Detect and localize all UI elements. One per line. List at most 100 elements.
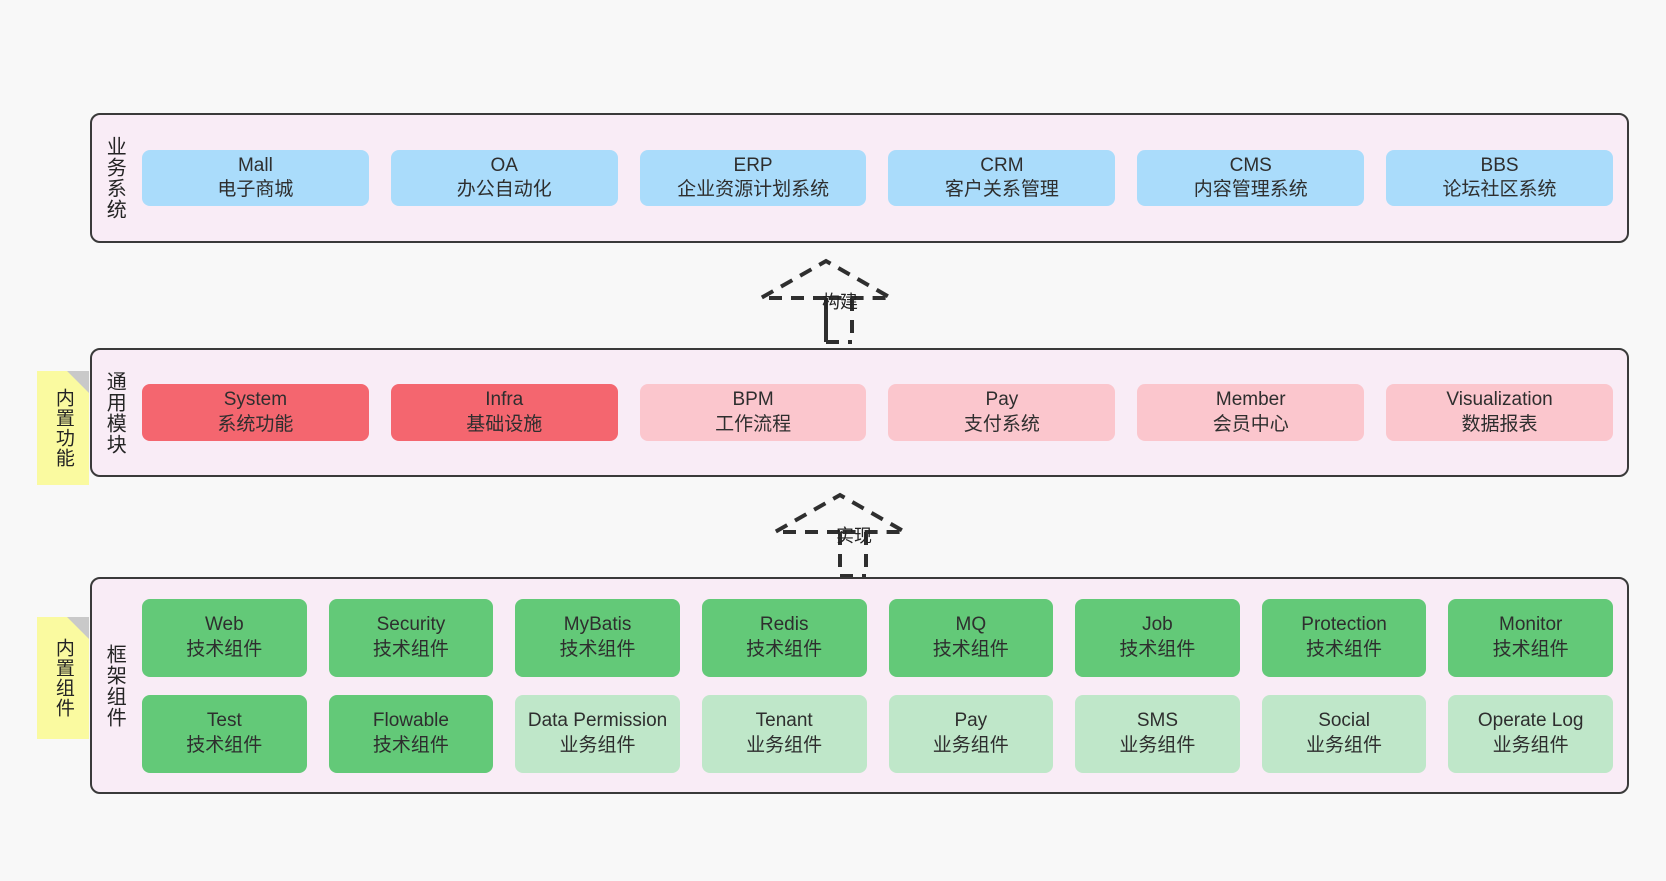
note-builtin-components: 内置组件 xyxy=(37,617,89,739)
connector-build: 构建 xyxy=(753,258,916,344)
node-label-cn: 技术组件 xyxy=(1119,638,1196,660)
node-label-cn: 基础设施 xyxy=(466,413,543,435)
node-data-permission[interactable]: Data Permission 业务组件 xyxy=(515,694,680,773)
node-label-en: CRM xyxy=(980,154,1024,176)
node-label-en: Mall xyxy=(237,154,273,176)
connector-implement-label: 实现 xyxy=(836,526,872,546)
layer-row: Web 技术组件 Security 技术组件 MyBatis 技术组件 Redi… xyxy=(142,598,1613,677)
node-label-cn: 业务组件 xyxy=(932,734,1009,756)
node-protection[interactable]: Protection 技术组件 xyxy=(1261,598,1427,677)
node-erp[interactable]: ERP 企业资源计划系统 xyxy=(639,149,867,207)
node-sms[interactable]: SMS 业务组件 xyxy=(1075,694,1240,773)
layer-common-module: 通用模块 System 系统功能 Infra 基础设施 BPM 工作流程 Pay… xyxy=(90,348,1629,477)
node-label-en: Security xyxy=(376,614,446,636)
node-label-en: BBS xyxy=(1480,154,1519,176)
node-label-en: Social xyxy=(1318,710,1370,732)
node-system[interactable]: System 系统功能 xyxy=(142,384,369,441)
node-label-cn: 技术组件 xyxy=(1306,638,1383,660)
node-label-cn: 业务组件 xyxy=(1306,734,1383,756)
node-oa[interactable]: OA 办公自动化 xyxy=(390,149,618,207)
layer-body-common-module: System 系统功能 Infra 基础设施 BPM 工作流程 Pay 支付系统… xyxy=(136,350,1627,475)
node-test[interactable]: Test 技术组件 xyxy=(142,694,307,773)
node-web[interactable]: Web 技术组件 xyxy=(142,598,307,677)
node-member[interactable]: Member 会员中心 xyxy=(1137,384,1365,441)
layer-body-business-system: Mall 电子商城 OA 办公自动化 ERP 企业资源计划系统 CRM 客户关系… xyxy=(136,115,1627,241)
node-tenant[interactable]: Tenant 业务组件 xyxy=(701,694,867,773)
node-redis[interactable]: Redis 技术组件 xyxy=(701,598,867,677)
node-label-cn: 技术组件 xyxy=(372,638,449,660)
node-label-cn: 论坛社区系统 xyxy=(1442,179,1557,200)
node-label-en: Infra xyxy=(485,389,524,411)
node-security[interactable]: Security 技术组件 xyxy=(328,598,494,677)
node-label-cn: 支付系统 xyxy=(963,413,1040,435)
note-builtin-features: 内置功能 xyxy=(37,371,89,485)
node-label-cn: 工作流程 xyxy=(715,413,792,435)
node-label-cn: 客户关系管理 xyxy=(944,179,1059,200)
node-label-cn: 系统功能 xyxy=(217,413,294,435)
node-label-en: MyBatis xyxy=(563,614,632,636)
connector-build-label: 构建 xyxy=(822,292,858,312)
node-label-cn: 业务组件 xyxy=(1119,734,1196,756)
node-label-en: Operate Log xyxy=(1477,710,1584,732)
node-mq[interactable]: MQ 技术组件 xyxy=(888,598,1054,677)
node-label-cn: 业务组件 xyxy=(1492,734,1569,756)
node-label-en: Web xyxy=(204,614,244,636)
node-infra[interactable]: Infra 基础设施 xyxy=(390,384,618,441)
node-label-en: Tenant xyxy=(755,710,813,732)
note-fold-icon xyxy=(67,617,89,639)
node-label-cn: 办公自动化 xyxy=(456,179,552,200)
node-label-en: CMS xyxy=(1229,154,1272,176)
node-label-en: MQ xyxy=(955,614,987,636)
node-label-en: ERP xyxy=(733,154,773,176)
node-label-cn: 业务组件 xyxy=(559,734,636,756)
node-job[interactable]: Job 技术组件 xyxy=(1075,598,1240,677)
node-mybatis[interactable]: MyBatis 技术组件 xyxy=(515,598,680,677)
connector-implement: 实现 xyxy=(767,492,930,578)
connector-build-arrow xyxy=(753,258,899,344)
node-pay-module[interactable]: Pay 支付系统 xyxy=(888,384,1116,441)
node-label-en: SMS xyxy=(1136,710,1179,732)
node-label-cn: 数据报表 xyxy=(1461,413,1538,435)
node-label-cn: 电子商城 xyxy=(217,179,294,200)
node-label-en: Redis xyxy=(759,614,809,636)
node-bbs[interactable]: BBS 论坛社区系统 xyxy=(1386,149,1613,207)
layer-row: Mall 电子商城 OA 办公自动化 ERP 企业资源计划系统 CRM 客户关系… xyxy=(142,149,1613,207)
node-pay-component[interactable]: Pay 业务组件 xyxy=(888,694,1054,773)
node-label-en: Flowable xyxy=(372,710,449,732)
node-label-en: Pay xyxy=(954,710,988,732)
node-operate-log[interactable]: Operate Log 业务组件 xyxy=(1448,694,1613,773)
layer-title-business-system: 业务系统 xyxy=(103,136,126,220)
node-label-en: OA xyxy=(490,154,518,176)
connector-implement-arrow xyxy=(767,492,913,578)
node-cms[interactable]: CMS 内容管理系统 xyxy=(1137,149,1365,207)
node-label-cn: 业务组件 xyxy=(746,734,823,756)
layer-row: Test 技术组件 Flowable 技术组件 Data Permission … xyxy=(142,694,1613,773)
node-label-cn: 技术组件 xyxy=(746,638,823,660)
node-label-en: System xyxy=(223,389,288,411)
node-label-cn: 会员中心 xyxy=(1212,413,1289,435)
node-label-en: Pay xyxy=(985,389,1019,411)
node-label-en: Test xyxy=(206,710,242,732)
node-label-cn: 技术组件 xyxy=(186,638,263,660)
node-label-en: Visualization xyxy=(1446,389,1553,411)
layer-title-common-module: 通用模块 xyxy=(103,370,126,455)
layer-business-system: 业务系统 Mall 电子商城 OA 办公自动化 ERP 企业资源计划系统 CRM… xyxy=(90,113,1629,243)
node-social[interactable]: Social 业务组件 xyxy=(1261,694,1427,773)
node-label-en: Member xyxy=(1215,389,1286,411)
node-flowable[interactable]: Flowable 技术组件 xyxy=(328,694,494,773)
node-label-cn: 技术组件 xyxy=(932,638,1009,660)
node-label-en: Data Permission xyxy=(527,710,668,732)
node-label-cn: 技术组件 xyxy=(186,734,263,756)
node-label-en: Job xyxy=(1142,614,1173,636)
node-label-cn: 内容管理系统 xyxy=(1193,179,1308,200)
node-monitor[interactable]: Monitor 技术组件 xyxy=(1448,598,1613,677)
node-label-en: BPM xyxy=(732,389,774,411)
node-visualization[interactable]: Visualization 数据报表 xyxy=(1386,384,1613,441)
node-bpm[interactable]: BPM 工作流程 xyxy=(639,384,867,441)
node-label-cn: 技术组件 xyxy=(559,638,636,660)
layer-body-framework-component: Web 技术组件 Security 技术组件 MyBatis 技术组件 Redi… xyxy=(136,579,1627,792)
layer-framework-component: 框架组件 Web 技术组件 Security 技术组件 MyBatis 技术组件… xyxy=(90,577,1629,794)
node-crm[interactable]: CRM 客户关系管理 xyxy=(888,149,1116,207)
node-mall[interactable]: Mall 电子商城 xyxy=(142,149,369,207)
